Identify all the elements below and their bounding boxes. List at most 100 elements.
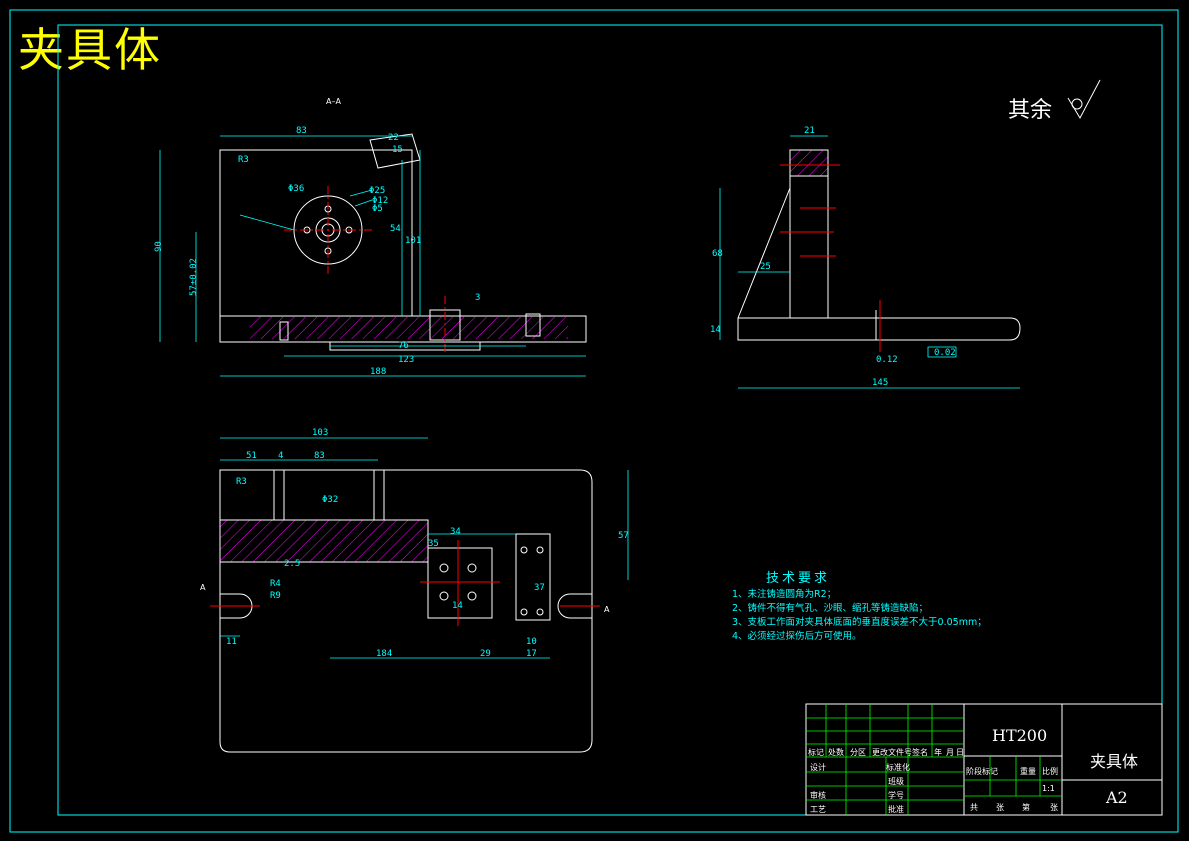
dim-35: 35 [428,539,439,549]
tb-sheet1: 张 [996,803,1004,812]
material: HT200 [992,726,1048,745]
tech-requirements: 技术要求 1、未注铸造圆角为R2； 2、铸件不得有气孔、沙眼、缩孔等铸造缺陷； … [732,572,987,644]
front-dim-text: 83 22 15 R3 90 57±0.02 101 54 Φ36 Φ25 Φ1… [154,126,480,377]
dim-21: 21 [804,126,815,136]
tb-student-no: 学号 [888,791,904,800]
dim-22: 22 [388,133,399,143]
tb-scale-label: 比例 [1042,767,1058,776]
tb-month: 月 [946,748,954,757]
dim-123: 123 [398,355,414,365]
tb-stage: 阶段标记 [966,767,998,776]
dim-34: 34 [450,527,461,537]
dim-14: 14 [710,325,721,335]
tb-design: 设计 [810,763,826,772]
tech-item: 4、必须经过探伤后方可使用。 [732,631,862,642]
dim-phi25: Φ25 [369,186,385,196]
title-block-frame [805,703,1163,816]
dim-101: 101 [405,236,421,246]
dim-tol-frame: 0.02 [934,348,956,358]
dim-29: 29 [480,649,491,659]
top-hatch [219,519,429,563]
side-hatch [789,149,829,177]
tech-item: 3、支板工作面对夹具体底面的垂直度误差不大于0.05mm； [732,617,987,628]
tb-sign: 签名 [912,748,928,757]
top-view [219,469,593,753]
dim-phi32: Φ32 [322,495,338,505]
front-view [219,133,587,351]
dim-25: 25 [760,262,771,272]
dim-phi36: Φ36 [288,184,304,194]
tb-sheet2: 张 [1050,803,1058,812]
tech-item: 1、未注铸造圆角为R2； [732,589,837,600]
tb-standard: 标准化 [886,763,910,772]
tb-no: 第 [1022,803,1030,812]
dim-phi5: Φ5 [372,204,383,214]
tb-review: 审核 [810,791,826,800]
dim-54: 54 [390,224,401,234]
outer-border [9,9,1179,833]
tb-zone: 分区 [850,748,866,757]
dim-2-5: 2.5 [284,559,300,569]
section-marker-right: A [604,605,610,614]
tb-count: 处数 [828,748,844,757]
front-dimensions [159,135,586,377]
dim-3: 3 [475,293,480,303]
dim-68: 68 [712,249,723,259]
dim-15: 15 [392,145,403,155]
dim-184: 184 [376,649,392,659]
dim-tol: 0.12 [876,355,898,365]
tb-year: 年 [934,748,942,757]
front-hatch [250,317,568,339]
tb-process: 工艺 [810,805,826,814]
tech-item: 2、铸件不得有气孔、沙眼、缩孔等铸造缺陷； [732,603,929,614]
top-dimensions [220,437,629,659]
tb-weight: 重量 [1020,767,1036,776]
inner-border [57,24,1163,816]
dim-r3t: R3 [236,477,247,487]
roughness-symbol [1067,79,1101,120]
dim-r3: R3 [238,155,249,165]
dim-37: 37 [534,583,545,593]
tb-mark: 标记 [808,748,824,757]
dim-r4: R4 [270,579,281,589]
tech-heading: 技术要求 [766,571,831,586]
dim-10: 10 [526,637,537,647]
dim-4: 4 [278,451,283,461]
tb-day: 日 [956,748,964,757]
top-dim-text: 103 51 4 83 R3 Φ32 34 35 57 184 29 17 10… [226,428,629,659]
dim-57: 57±0.02 [189,258,199,296]
side-tol-frame [927,346,957,358]
dim-145: 145 [872,378,888,388]
dim-103: 103 [312,428,328,438]
section-label: A–A [326,97,341,106]
title-block-grid [806,704,1062,815]
side-centerlines [780,164,881,352]
dim-51: 51 [246,451,257,461]
dim-57t: 57 [618,531,629,541]
part-name: 夹具体 [1090,752,1139,771]
drawing-title: 夹具体 [18,23,162,77]
roughness-note: 其余 [1008,98,1053,123]
dim-83: 83 [296,126,307,136]
dim-83t: 83 [314,451,325,461]
dim-r9: R9 [270,591,281,601]
front-centerlines [284,186,446,352]
dim-90: 90 [154,241,164,252]
side-view [737,149,1021,341]
section-markers: A A [200,583,610,614]
dim-14t: 14 [452,601,463,611]
tb-change-doc: 更改文件号 [872,748,912,757]
dim-phi12: Φ12 [372,196,388,206]
tb-approve: 批准 [888,805,904,814]
dim-188: 188 [370,367,386,377]
tb-class: 班级 [888,777,904,786]
dim-11: 11 [226,637,237,647]
dim-17: 17 [526,649,537,659]
side-dimensions [719,135,1020,389]
top-centerlines [210,540,600,626]
tb-scale: 1:1 [1042,784,1055,793]
dim-76: 76 [398,341,409,351]
side-dim-text: 21 68 25 14 145 0.12 0.02 [710,126,956,388]
tb-total: 共 [970,803,978,812]
